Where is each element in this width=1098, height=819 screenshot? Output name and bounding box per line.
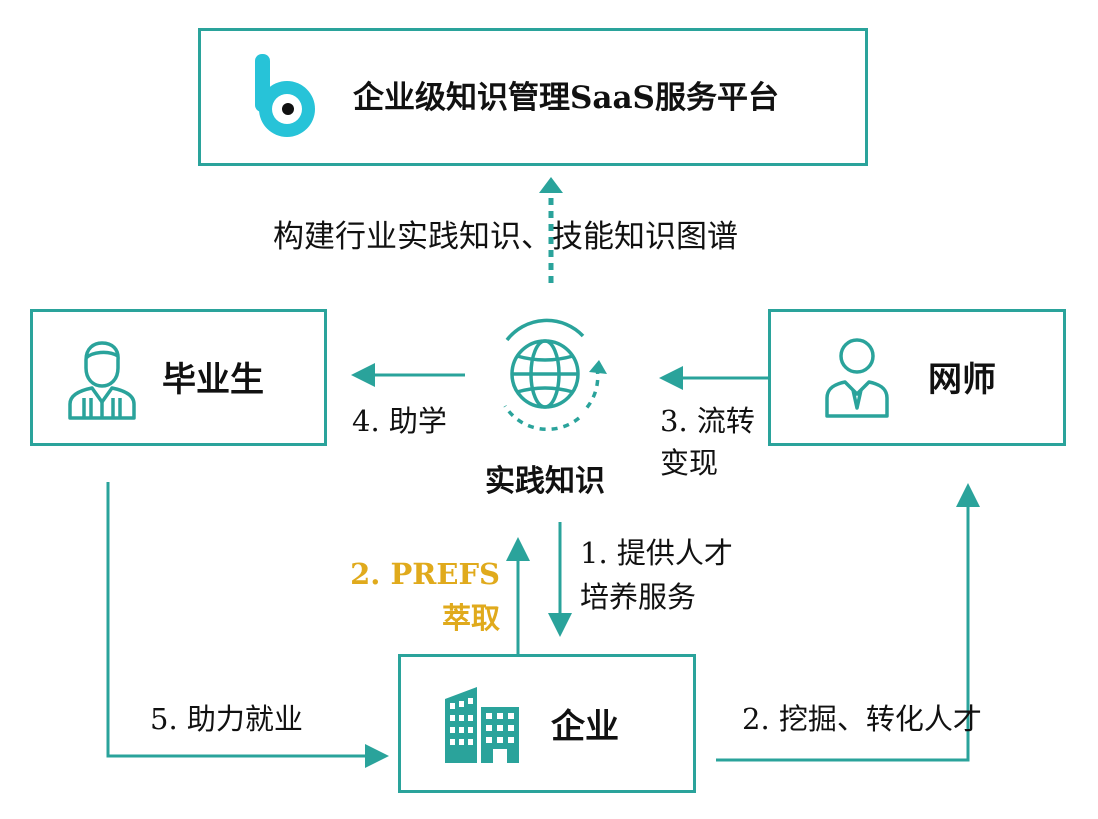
enterprise-label: 企业 — [551, 707, 619, 747]
center-label: 实践知识 — [485, 464, 605, 499]
label-circulate-line2: 变现 — [660, 446, 719, 480]
label-provide-training-line2: 培养服务 — [580, 580, 697, 614]
platform-box: 企业级知识管理SaaS服务平台 — [198, 28, 868, 166]
label-assist-employment: 5. 助力就业 — [150, 702, 303, 736]
b-logo-icon — [255, 54, 315, 137]
mentor-box: 网师 — [768, 309, 1066, 446]
graduate-label: 毕业生 — [162, 360, 264, 400]
arrow-enterprise-to-mentor — [716, 483, 980, 762]
label-assist-learning: 4. 助学 — [352, 404, 447, 438]
label-provide-training-line1: 1. 提供人才 — [580, 536, 733, 570]
building-icon — [445, 687, 519, 763]
enterprise-box: 企业 — [398, 654, 696, 793]
label-prefs-extract-line2: 萃取 — [441, 601, 500, 635]
graduate-person-icon — [68, 341, 136, 420]
graduate-box: 毕业生 — [30, 309, 327, 446]
mentor-person-icon — [825, 338, 889, 418]
label-prefs-extract-line1: 2. PREFS — [350, 557, 500, 591]
label-mine-talent: 2. 挖掘、转化人才 — [742, 702, 982, 736]
globe-cycle-icon — [503, 318, 607, 432]
label-build-knowledge-graph: 构建行业实践知识、技能知识图谱 — [273, 219, 738, 255]
arrow-center-to-platform — [539, 177, 563, 283]
label-circulate-line1: 3. 流转 — [660, 404, 755, 438]
arrow-graduate-to-enterprise — [106, 482, 389, 768]
mentor-label: 网师 — [928, 360, 996, 400]
platform-title: 企业级知识管理SaaS服务平台 — [353, 80, 779, 116]
